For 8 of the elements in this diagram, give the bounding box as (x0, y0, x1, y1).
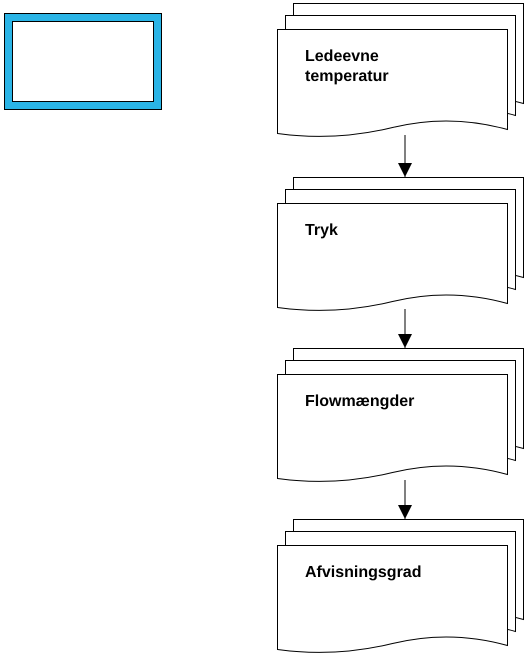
document-label: Ledeevne temperatur (305, 47, 390, 87)
document-label: Flowmængder (305, 392, 416, 412)
arrow (398, 480, 412, 520)
system-box (5, 14, 161, 109)
arrow (398, 308, 412, 348)
document-label: Tryk (305, 221, 339, 241)
arrow (398, 134, 412, 178)
document-label: Afvisningsgrad (305, 563, 422, 583)
